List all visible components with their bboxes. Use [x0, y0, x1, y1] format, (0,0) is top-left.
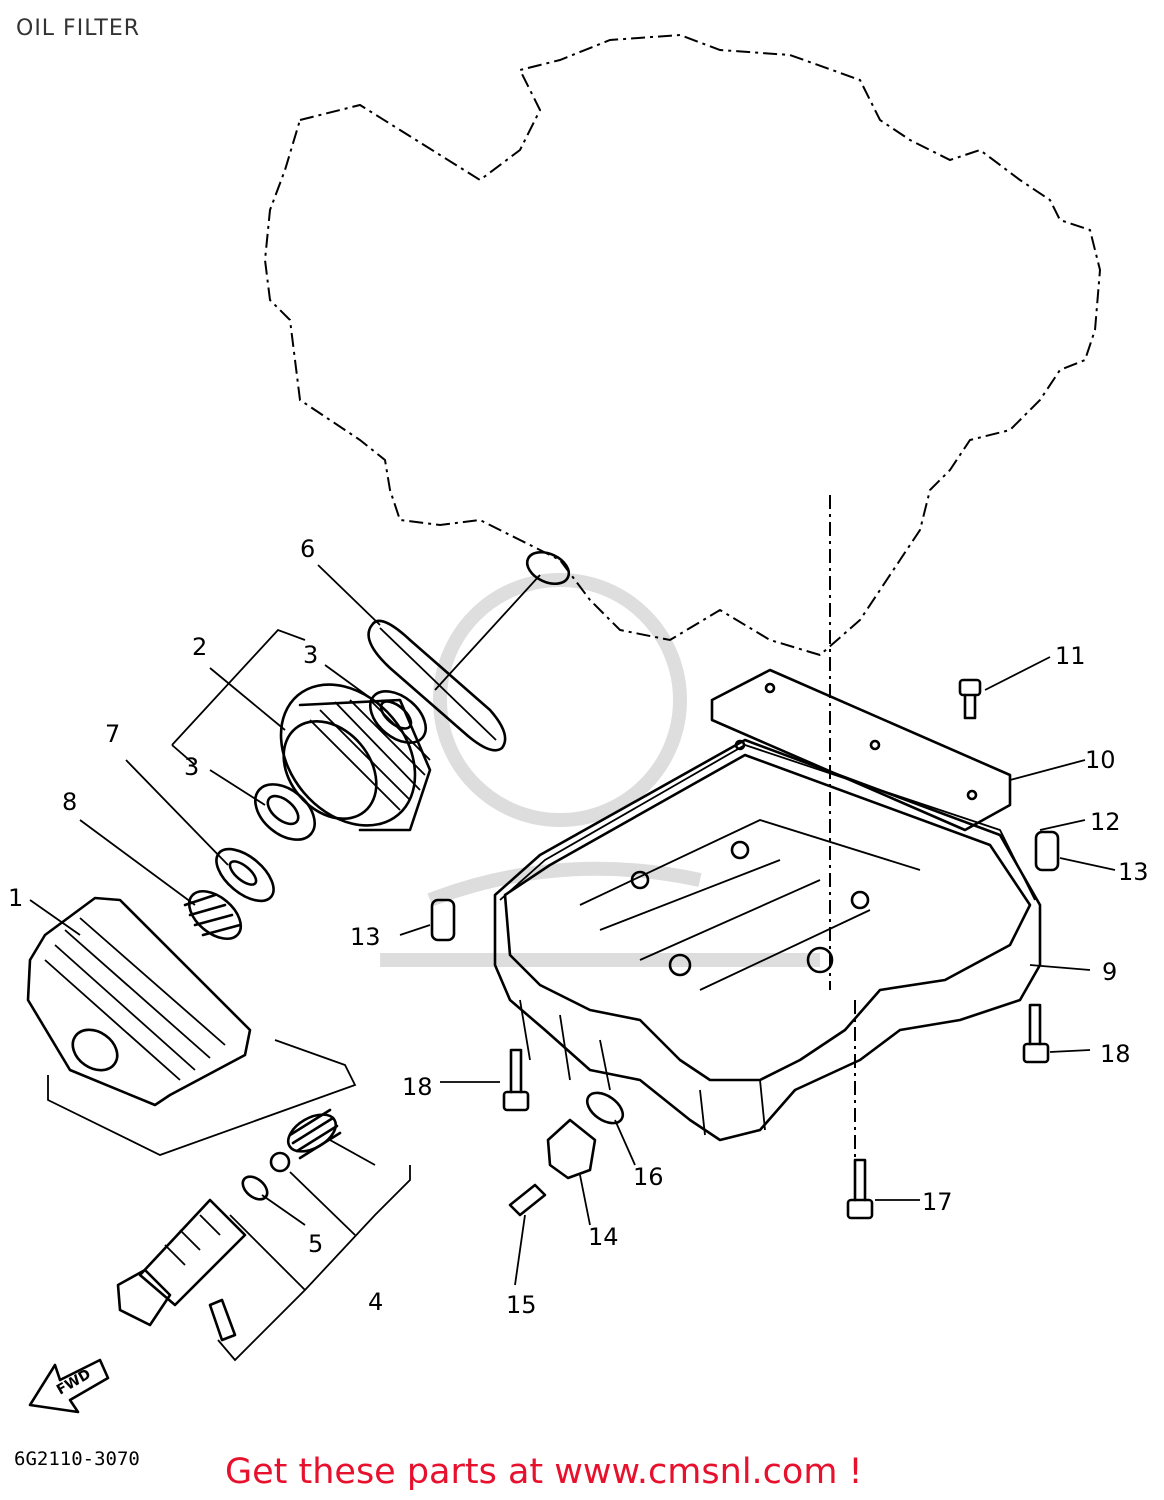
callout-1: 1 — [8, 884, 23, 912]
callout-5: 5 — [308, 1230, 323, 1258]
callout-3a: 3 — [303, 641, 318, 669]
leader-lines — [29, 564, 411, 1362]
callout-8: 8 — [62, 788, 77, 816]
dowel-part-13-right — [1034, 830, 1060, 872]
bolt-part-18-right — [1022, 1003, 1050, 1064]
callout-6: 6 — [300, 535, 315, 563]
callout-17: 17 — [922, 1188, 953, 1216]
callout-11: 11 — [1055, 642, 1086, 670]
bolt-part-11 — [958, 678, 982, 720]
union-bolt — [116, 1198, 247, 1342]
callout-18a: 18 — [402, 1073, 433, 1101]
screw-part-15 — [508, 1183, 547, 1217]
callout-9: 9 — [1102, 958, 1117, 986]
buy-parts-link[interactable]: Get these parts at www.cmsnl.com ! — [225, 1452, 863, 1492]
bolt-part-18-left — [502, 1048, 530, 1112]
watermark-logo — [380, 573, 820, 967]
washer-part-7 — [215, 847, 275, 903]
drain-plug-part-14 — [546, 1118, 597, 1180]
callout-labels: 1 2 3 3 4 5 6 7 8 9 10 11 12 13 13 14 15… — [8, 535, 1149, 1319]
seal-ring-part-3-upper — [369, 690, 427, 744]
filter-element-part-2 — [279, 683, 432, 832]
filter-cover-part-1 — [26, 896, 252, 1107]
cover-plate-part-10 — [710, 668, 1012, 832]
callout-7: 7 — [105, 720, 120, 748]
page-title: OIL FILTER — [16, 16, 141, 41]
callout-16: 16 — [633, 1163, 664, 1191]
callout-13b: 13 — [1118, 858, 1149, 886]
callout-4: 4 — [368, 1288, 383, 1316]
bolt-part-17 — [846, 1158, 874, 1220]
callout-18b: 18 — [1100, 1040, 1131, 1068]
o-ring-part-6 — [367, 550, 571, 752]
callout-13a: 13 — [350, 923, 381, 951]
callout-2: 2 — [192, 633, 207, 661]
fwd-label: FWD — [54, 1366, 94, 1398]
forward-direction-arrow: FWD — [28, 1358, 110, 1414]
seal-ring-part-3-lower — [254, 783, 316, 841]
leader-lines-right — [399, 656, 1116, 1286]
ball-part-4 — [269, 1151, 291, 1173]
diagram-code: 6G2110-3070 — [14, 1448, 140, 1470]
spring-part-8 — [183, 889, 243, 941]
callout-15: 15 — [506, 1291, 537, 1319]
engine-crankcase-outline — [263, 33, 1102, 657]
gasket-part-16 — [585, 1091, 625, 1125]
callout-14: 14 — [588, 1223, 619, 1251]
callout-3b: 3 — [184, 753, 199, 781]
relief-spring-part-4 — [286, 1108, 342, 1160]
dowel-part-13-left — [430, 898, 456, 942]
oil-pan-part-9 — [493, 738, 1042, 1142]
callout-10: 10 — [1085, 746, 1116, 774]
callout-12: 12 — [1090, 808, 1121, 836]
